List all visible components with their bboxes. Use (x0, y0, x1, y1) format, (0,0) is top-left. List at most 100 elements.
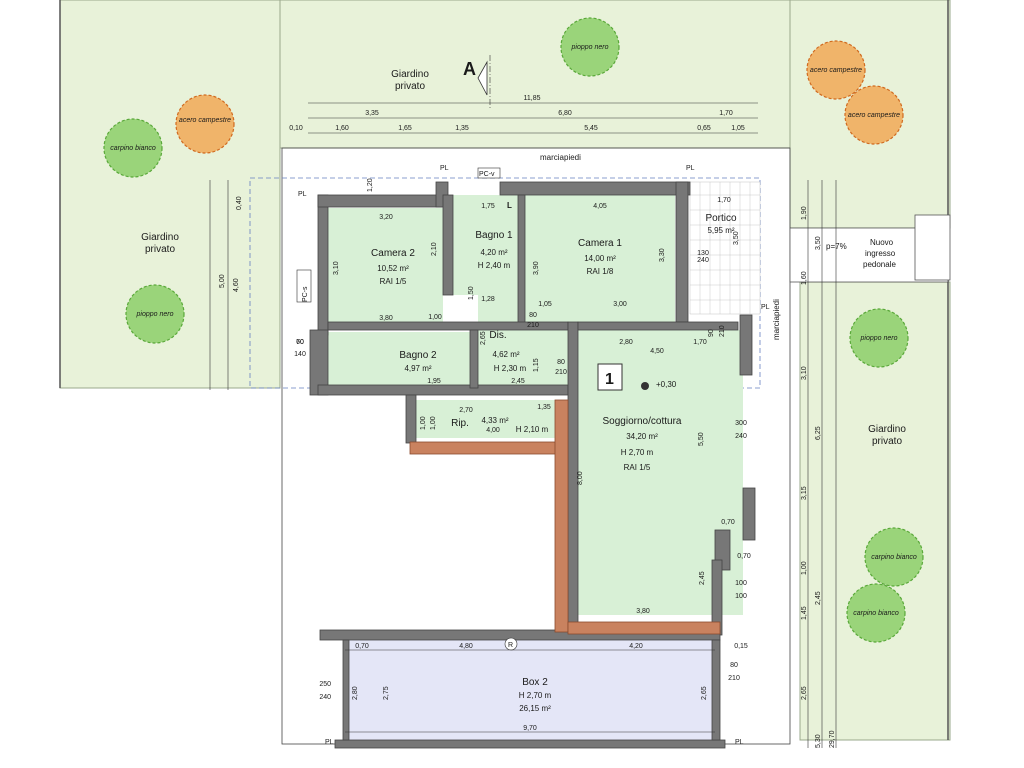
svg-text:2,45: 2,45 (699, 571, 706, 585)
r-symbol: R (508, 642, 513, 649)
svg-text:1,50: 1,50 (468, 286, 475, 300)
bagno2-floor (328, 332, 473, 387)
tree-label: acero campestre (810, 67, 862, 74)
garden-labels: Giardino privato Giardino privato Giardi… (141, 69, 906, 447)
pl-label: PL (298, 191, 307, 198)
svg-text:2,45: 2,45 (511, 378, 525, 385)
svg-text:4,05: 4,05 (593, 203, 607, 210)
svg-text:6,25: 6,25 (815, 426, 822, 440)
svg-text:2,80: 2,80 (352, 686, 359, 700)
tree-icon (103, 118, 163, 178)
svg-text:240: 240 (319, 694, 331, 701)
svg-text:0,70: 0,70 (737, 553, 751, 560)
box2-floor (345, 640, 715, 740)
portico-grid (690, 182, 760, 314)
svg-text:240: 240 (697, 257, 709, 264)
tree-label: pioppo nero (136, 311, 174, 318)
svg-text:8,00: 8,00 (577, 471, 584, 485)
svg-text:9,70: 9,70 (523, 725, 537, 732)
svg-text:1,20: 1,20 (367, 178, 374, 192)
box-dimensions: 0,70 4,80 4,20 250 240 2,80 2,75 2,65 9,… (319, 643, 715, 733)
room-area: 4,20 m² (480, 248, 507, 257)
svg-text:0,65: 0,65 (697, 125, 711, 132)
svg-text:1,15: 1,15 (533, 358, 540, 372)
svg-text:0,40: 0,40 (236, 196, 243, 210)
svg-text:2,45: 2,45 (815, 591, 822, 605)
svg-text:2,80: 2,80 (619, 339, 633, 346)
unit-number-box (597, 363, 623, 391)
garden-label: Giardino (141, 232, 179, 243)
brick-walls (409, 399, 721, 635)
room-name: Portico (705, 213, 737, 224)
tree-label: carpino bianco (853, 610, 899, 617)
garden-label: Giardino (391, 69, 429, 80)
svg-text:2,65: 2,65 (480, 331, 487, 345)
right-dimensions: 1,90 3,50 1,60 3,10 6,25 3,15 1,00 1,45 … (801, 180, 837, 748)
svg-text:3,00: 3,00 (613, 301, 627, 308)
entrance-label: pedonale (863, 260, 896, 269)
svg-text:5,00: 5,00 (219, 274, 226, 288)
garden-label: Giardino (868, 424, 906, 435)
svg-text:3,30: 3,30 (659, 248, 666, 262)
svg-text:1,00: 1,00 (428, 314, 442, 321)
svg-text:130: 130 (697, 250, 709, 257)
camera2-floor (328, 208, 443, 323)
room-name: Bagno 2 (399, 350, 437, 361)
svg-text:1,00: 1,00 (420, 416, 427, 430)
svg-text:3,50: 3,50 (815, 236, 822, 250)
svg-text:3,50: 3,50 (733, 231, 740, 245)
svg-text:1,05: 1,05 (731, 125, 745, 132)
svg-text:210: 210 (728, 675, 740, 682)
room-height: H 2,10 m (516, 425, 549, 434)
svg-text:11,85: 11,85 (524, 95, 541, 102)
tree-icon (849, 308, 909, 368)
tree-icon (175, 94, 235, 154)
svg-text:2,75: 2,75 (383, 686, 390, 700)
room-height: H 2,70 m (519, 691, 552, 700)
svg-text:80: 80 (557, 359, 565, 366)
svg-text:1,35: 1,35 (455, 125, 469, 132)
sidewalk-label-side: marciapiedi (772, 299, 781, 340)
svg-text:29,70: 29,70 (829, 730, 836, 748)
garden-label: privato (145, 244, 175, 255)
room-height: H 2,40 m (478, 261, 511, 270)
room-name: Box 2 (522, 677, 548, 688)
svg-text:210: 210 (555, 369, 567, 376)
svg-text:0,10: 0,10 (289, 125, 303, 132)
entrance-label: ingresso (865, 249, 896, 258)
svg-text:3,80: 3,80 (636, 608, 650, 615)
svg-text:100: 100 (735, 593, 747, 600)
svg-text:3,15: 3,15 (801, 486, 808, 500)
svg-text:5,50: 5,50 (698, 432, 705, 446)
svg-text:0,70: 0,70 (721, 519, 735, 526)
svg-text:2,10: 2,10 (431, 242, 438, 256)
tree-label: acero campestre (179, 117, 231, 124)
elevation-icon (641, 382, 649, 390)
svg-text:1,90: 1,90 (801, 206, 808, 220)
tree-icon (806, 40, 866, 100)
garden-label: privato (395, 81, 425, 92)
section-arrow-icon (477, 60, 488, 96)
garden-label: privato (872, 436, 902, 447)
section-marker: A (463, 59, 476, 79)
svg-text:3,80: 3,80 (379, 315, 393, 322)
tree-icon (864, 527, 924, 587)
svg-text:3,35: 3,35 (365, 110, 379, 117)
svg-text:1,95: 1,95 (427, 378, 441, 385)
room-height: H 2,70 m (621, 448, 654, 457)
unit-number: 1 (605, 371, 614, 388)
svg-text:3,90: 3,90 (533, 261, 540, 275)
pl-label: PL (686, 165, 695, 172)
pl-label: PL (325, 739, 334, 746)
svg-text:80: 80 (730, 662, 738, 669)
svg-text:1,65: 1,65 (398, 125, 412, 132)
left-dimensions: 5,00 4,60 (209, 180, 240, 390)
svg-text:1,35: 1,35 (537, 404, 551, 411)
svg-text:5,30: 5,30 (815, 734, 822, 748)
svg-text:80: 80 (529, 312, 537, 319)
room-height: H 2,30 m (494, 364, 527, 373)
svg-text:6,80: 6,80 (558, 110, 572, 117)
room-area: 26,15 m² (519, 704, 551, 713)
svg-text:1,28: 1,28 (481, 296, 495, 303)
svg-text:210: 210 (719, 325, 726, 337)
